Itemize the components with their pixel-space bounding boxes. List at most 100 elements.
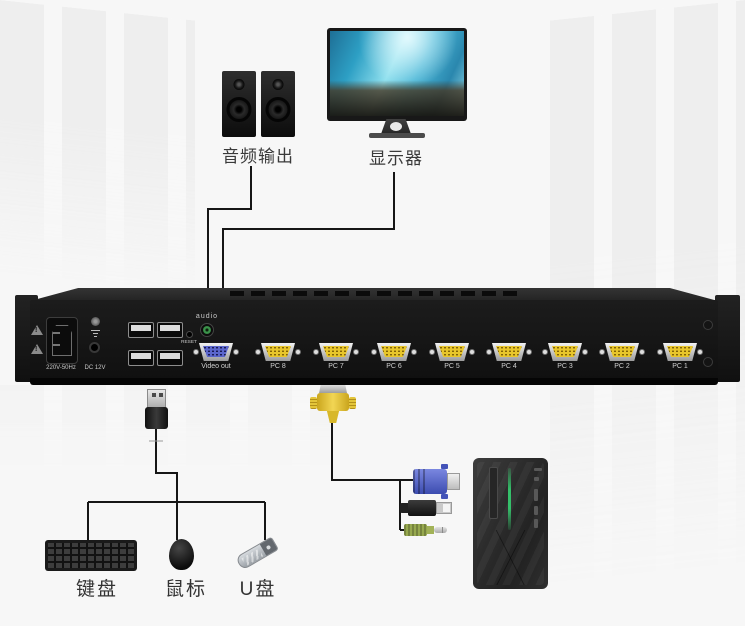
screw-icon [411,349,417,355]
keyboard [45,540,137,571]
pc-v-accent [477,530,544,585]
pc3-port: PC 3 [542,343,588,370]
pc-led-strip [508,468,511,530]
woofer-icon [226,97,252,122]
screw-icon [255,349,261,355]
screw-icon [582,349,588,355]
flash-drive-ridges [241,548,264,567]
mouse-label: 鼠标 [164,579,207,600]
screw-icon [599,349,605,355]
keyboard-keys [48,543,134,568]
vga-face-yellow [265,346,291,357]
screw-icon [313,349,319,355]
usb-port [128,350,154,366]
reset-button [186,331,193,338]
pc8-port: PC 8 [255,343,301,370]
pc5-port: PC 5 [429,343,475,370]
thumbscrew [441,464,448,469]
port-label: PC 3 [557,363,573,370]
pc-front-port [534,519,538,528]
pc1-port: PC 1 [657,343,703,370]
kvm-rear-panel [30,300,718,380]
audio-plug-pin [434,527,447,533]
ground-symbol [93,333,98,334]
usb-plug-connector [147,389,166,408]
usb-pin-hole [159,393,163,397]
audio-plug-taper [427,526,434,534]
woofer-icon [265,97,291,122]
tweeter-icon [272,79,284,90]
panel-screw-icon [703,320,713,330]
ground-symbol [91,330,100,331]
usb-pin-hole [152,393,156,397]
pc-front-port [534,477,539,481]
monitor-screen [330,31,464,116]
warning-triangle-icon [31,325,43,335]
screw-icon [193,349,199,355]
rack-ear-right [715,295,740,382]
audio-plug-connector [404,524,427,536]
screw-icon [657,349,663,355]
usb-port [157,350,183,366]
dc-power-jack [89,342,100,353]
vga-face-yellow [439,346,465,357]
port-label: PC 5 [444,363,460,370]
speakers-label: 音频输出 [222,147,294,166]
port-label: PC 8 [270,363,286,370]
screw-icon [697,349,703,355]
usb-port [157,322,183,338]
ground-symbol [94,336,97,337]
pc-front-port [534,468,542,471]
speaker-wire [207,166,252,288]
kvm-bottom-edge [30,378,718,385]
usb-cable-neck [400,503,410,513]
usb-flash-drive [235,536,279,571]
vent-slots [230,291,520,296]
warning-triangle-icon [31,344,43,354]
audio-jack-port [200,323,214,337]
pc2-port: PC 2 [599,343,645,370]
monitor-label: 显示器 [369,149,423,168]
monitor-stand-hole [390,122,402,131]
blue-vga-shell-tip [447,473,460,490]
pc-front-port [534,506,538,515]
speaker-left [222,71,256,137]
pc-drive-slot [489,467,498,519]
udisk-label: U盘 [239,579,277,600]
audio-label: audio [195,313,219,320]
speaker-right [261,71,295,137]
monitor [327,28,467,121]
screw-icon [526,349,532,355]
server-rack-background-left [0,0,195,311]
yellow-vga-strain-relief [326,411,340,423]
pc4-port: PC 4 [486,343,532,370]
keyboard-label: 键盘 [75,579,118,600]
ac-inlet-socket [52,325,72,356]
screw-icon [295,349,301,355]
pc-tower [473,458,548,589]
monitor-base [369,133,425,138]
screw-icon [486,349,492,355]
blue-vga-connector [413,469,447,494]
ac-power-inlet [46,317,78,364]
reset-label: RESET [180,339,197,345]
panel-screw-icon [703,357,713,367]
yellow-vga-connector [317,393,349,411]
video-out-port: Video out [193,343,239,370]
vga-face-yellow [552,346,578,357]
screw-icon [233,349,239,355]
thumbscrew [441,494,448,499]
port-label: PC 1 [672,363,688,370]
monitor-wire [222,172,395,288]
port-label: PC 7 [328,363,344,370]
pc-front-port [534,489,538,501]
ground-screw-icon [91,317,100,326]
vga-face-yellow [323,346,349,357]
ac-voltage-label: 220V-50Hz [46,365,76,371]
usb-plug-body [145,407,168,429]
kvm-top-panel [30,288,718,301]
port-label: PC 6 [386,363,402,370]
dc-power-label: DC 12V [84,365,106,371]
video-out-label: Video out [201,363,231,370]
